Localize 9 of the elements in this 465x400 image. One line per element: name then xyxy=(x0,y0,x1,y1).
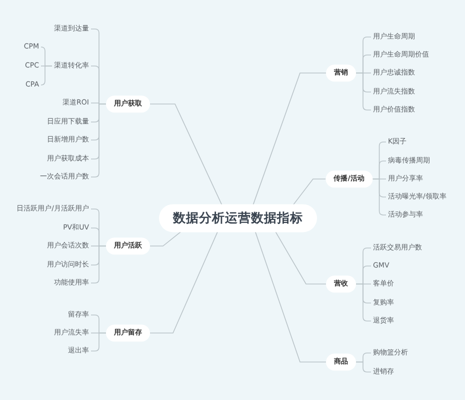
branch-line xyxy=(150,104,222,206)
branch-line xyxy=(150,230,218,334)
branch-line xyxy=(252,72,326,206)
central-topic-bubble: 数据分析运营数据指标 xyxy=(159,204,317,232)
branch-line xyxy=(274,230,326,284)
branch-line xyxy=(254,230,326,362)
branch-line xyxy=(150,230,182,246)
branch-line xyxy=(356,362,372,372)
branch-line xyxy=(292,178,326,206)
